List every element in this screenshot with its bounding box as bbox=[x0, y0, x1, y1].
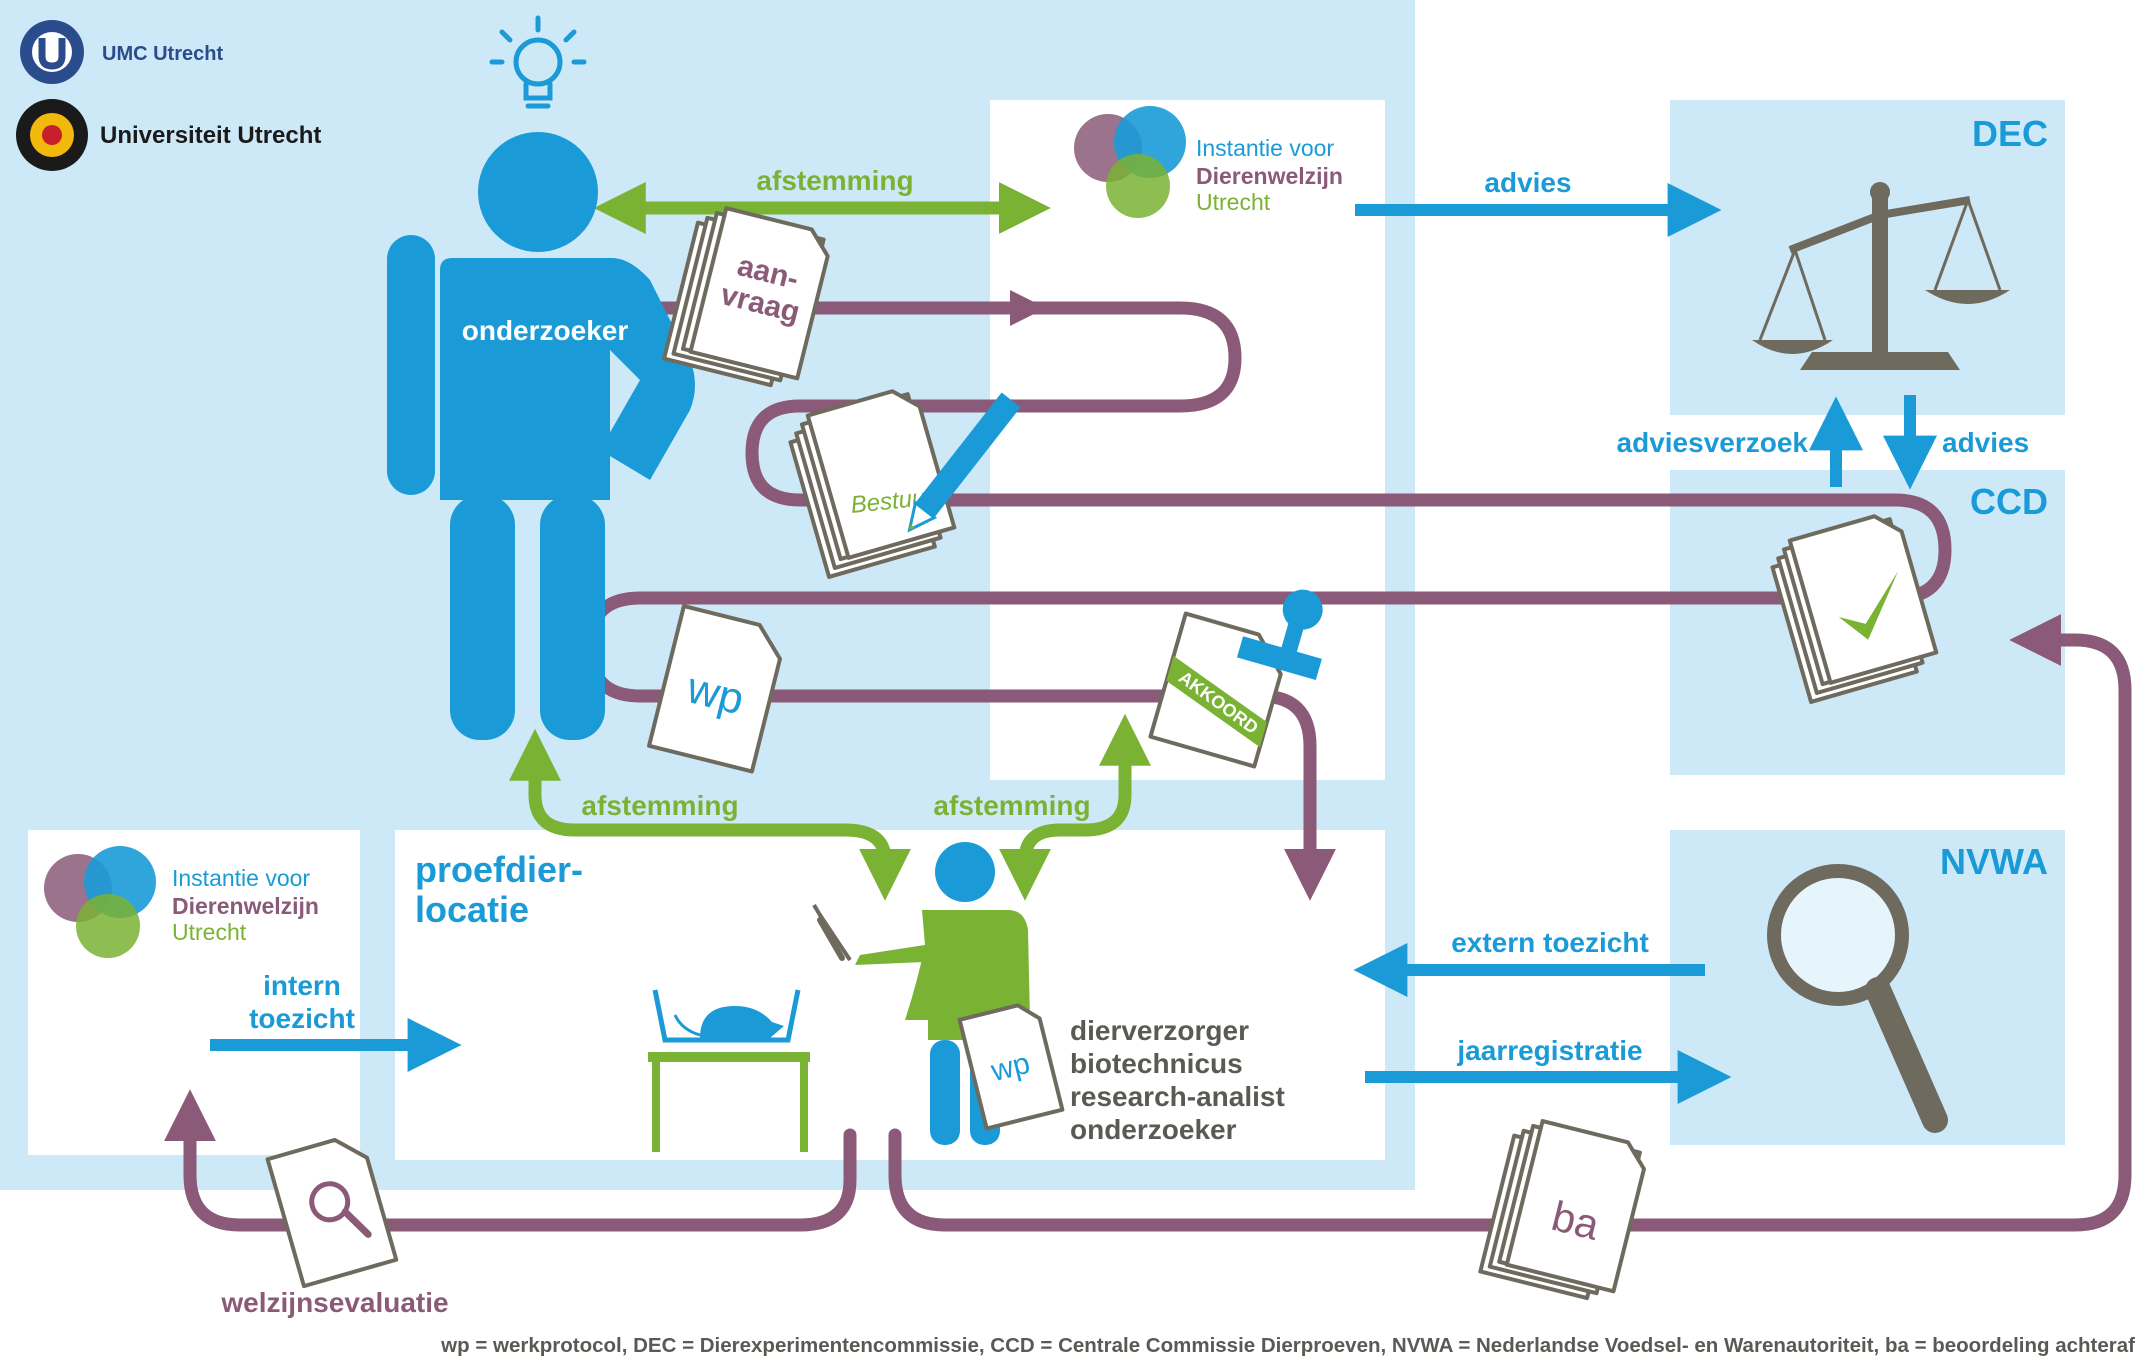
afstemming-top-label: afstemming bbox=[756, 165, 913, 196]
afstemming-right-arrow bbox=[999, 713, 1151, 901]
afstemming-left-arrow bbox=[509, 728, 911, 901]
umc-utrecht-logo: UMC Utrecht bbox=[20, 20, 223, 84]
wp-document: wp bbox=[647, 604, 782, 774]
intern-toezicht-label-line1: intern bbox=[263, 970, 341, 1001]
umc-utrecht-label: UMC Utrecht bbox=[102, 43, 223, 65]
universiteit-utrecht-logo: Universiteit Utrecht bbox=[16, 99, 321, 171]
mouse-cage-icon bbox=[648, 989, 810, 1152]
ivd-top-line3: Utrecht bbox=[1196, 189, 1271, 215]
onderzoeker-label: onderzoeker bbox=[462, 315, 629, 346]
universiteit-utrecht-label: Universiteit Utrecht bbox=[100, 122, 321, 149]
ivd-top-line1: Instantie voor bbox=[1196, 135, 1334, 161]
scales-icon bbox=[1752, 182, 2010, 370]
bestuur-document-stack: Bestuur bbox=[788, 389, 957, 579]
role-item: research-analist bbox=[1070, 1081, 1285, 1112]
ba-document-stack: ba bbox=[1478, 1119, 1646, 1301]
abbreviation-footnote: wp = werkprotocol, DEC = Dierexperimente… bbox=[440, 1334, 2135, 1357]
welzijnsevaluatie-label: welzijnsevaluatie bbox=[220, 1287, 448, 1318]
role-item: onderzoeker bbox=[1070, 1114, 1237, 1145]
ivd-logo-top: Instantie voor Dierenwelzijn Utrecht bbox=[1074, 106, 1343, 218]
ivd-bottom-line2: Dierenwelzijn bbox=[172, 893, 319, 919]
role-item: dierverzorger bbox=[1070, 1015, 1249, 1046]
welzijnsevaluatie-flow bbox=[164, 1089, 857, 1232]
lightbulb-icon bbox=[489, 15, 587, 109]
ba-return-flow bbox=[888, 614, 2132, 1232]
aanvraag-document-stack: aan- vraag bbox=[662, 206, 830, 388]
extern-toezicht-label: extern toezicht bbox=[1451, 927, 1649, 958]
stamp-icon bbox=[1236, 589, 1323, 680]
proefdierlocatie-title-line1: proefdier- bbox=[415, 849, 583, 890]
caretaker-figure bbox=[812, 842, 1030, 1145]
researcher-figure: onderzoeker bbox=[387, 132, 695, 740]
dec-title: DEC bbox=[1972, 113, 2048, 154]
magnifying-glass-icon bbox=[1767, 864, 1948, 1133]
wp-document-small: wp bbox=[957, 1003, 1065, 1131]
ccd-approved-document-stack bbox=[1770, 514, 1939, 704]
caretaker-roles-list: dierverzorger biotechnicus research-anal… bbox=[1070, 1015, 1285, 1145]
afstemming-left-label: afstemming bbox=[581, 790, 738, 821]
jaarregistratie-label: jaarregistratie bbox=[1456, 1035, 1642, 1066]
ivd-top-line2: Dierenwelzijn bbox=[1196, 163, 1343, 189]
afstemming-right-label: afstemming bbox=[933, 790, 1090, 821]
ccd-title: CCD bbox=[1970, 481, 2048, 522]
arrow-aanvraag-head bbox=[1010, 290, 1046, 326]
mouse-icon bbox=[700, 1006, 784, 1038]
purple-serpentine-flow bbox=[583, 301, 1952, 901]
adviesverzoek-label: adviesverzoek bbox=[1617, 427, 1809, 458]
welzijnsevaluatie-document bbox=[265, 1137, 399, 1289]
proefdierlocatie-title-line2: locatie bbox=[415, 889, 529, 930]
checkmark-icon bbox=[1838, 570, 1899, 640]
advies-top-label: advies bbox=[1484, 167, 1571, 198]
nvwa-title: NVWA bbox=[1940, 841, 2048, 882]
syringe-icon bbox=[812, 903, 852, 962]
advies-side-label: advies bbox=[1942, 427, 2029, 458]
role-item: biotechnicus bbox=[1070, 1048, 1243, 1079]
ivd-bottom-line1: Instantie voor bbox=[172, 865, 310, 891]
ivd-bottom-line3: Utrecht bbox=[172, 919, 247, 945]
intern-toezicht-label-line2: toezicht bbox=[249, 1003, 355, 1034]
pen-icon bbox=[907, 392, 1021, 533]
ivd-logo-bottom: Instantie voor Dierenwelzijn Utrecht bbox=[44, 846, 319, 958]
